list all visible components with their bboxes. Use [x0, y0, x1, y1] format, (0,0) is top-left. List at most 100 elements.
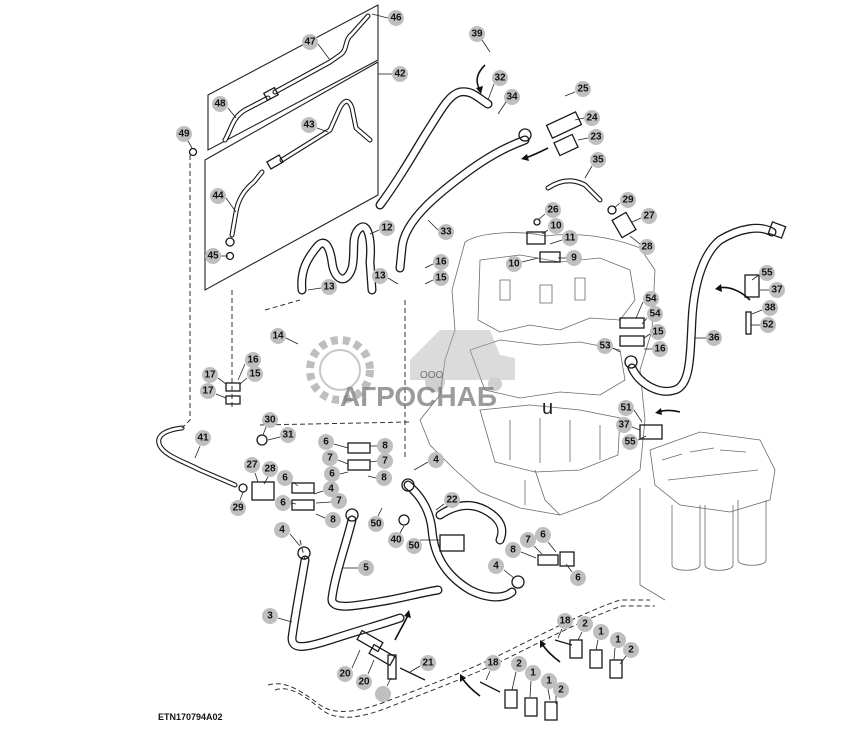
svg-text:38: 38 [764, 303, 776, 314]
pipe-47 [222, 13, 371, 143]
svg-text:54: 54 [649, 309, 661, 320]
svg-text:55: 55 [624, 437, 636, 448]
svg-text:29: 29 [232, 503, 244, 514]
callout-32: 32 [487, 70, 508, 101]
watermark-prefix: ООО [420, 370, 444, 381]
callout-17: 17 [202, 367, 227, 385]
callout-5: 5 [342, 560, 374, 576]
hose-5 [327, 515, 443, 611]
pipe-41 [156, 425, 238, 488]
svg-text:4: 4 [433, 455, 439, 466]
svg-text:6: 6 [323, 437, 329, 448]
svg-text:3: 3 [267, 611, 273, 622]
svg-text:40: 40 [390, 535, 402, 546]
svg-text:2: 2 [516, 659, 522, 670]
svg-text:6: 6 [329, 469, 335, 480]
callout-7b: 7 [369, 453, 393, 469]
svg-text:37: 37 [771, 285, 783, 296]
svg-text:16: 16 [435, 257, 447, 268]
svg-text:20: 20 [339, 669, 351, 680]
svg-text:2: 2 [628, 645, 634, 656]
hose-36 [627, 221, 787, 396]
hose-32 [375, 87, 493, 210]
svg-text:18: 18 [487, 658, 499, 669]
svg-text:50: 50 [408, 541, 420, 552]
pipe-43 [229, 98, 373, 238]
callout-6b: 6 [324, 466, 349, 482]
svg-text:8: 8 [381, 473, 387, 484]
svg-text:6: 6 [575, 573, 581, 584]
svg-text:6: 6 [280, 498, 286, 509]
svg-text:16: 16 [247, 355, 259, 366]
callout-16: 16 [424, 254, 449, 270]
callout-52: 52 [751, 317, 776, 333]
callout-35: 35 [584, 152, 606, 179]
svg-text:7: 7 [336, 496, 342, 507]
callout-26: 26 [537, 202, 561, 221]
callout-37: 37 [760, 282, 785, 298]
callout-8a: 8 [370, 438, 393, 454]
svg-text:17: 17 [202, 386, 214, 397]
svg-text:49: 49 [178, 129, 190, 140]
svg-text:44: 44 [212, 191, 224, 202]
callout-18b: 18 [485, 655, 501, 681]
svg-text:13: 13 [323, 282, 335, 293]
svg-text:11: 11 [565, 233, 576, 244]
callout-29: 29 [613, 192, 636, 209]
svg-text:25: 25 [577, 84, 589, 95]
callout-6c: 6 [277, 470, 299, 487]
svg-text:7: 7 [525, 535, 531, 546]
callout-47: 47 [302, 34, 331, 61]
svg-text:42: 42 [394, 69, 406, 80]
hose-33 [395, 128, 532, 273]
callout-29b: 29 [230, 491, 246, 516]
callout-2b: 2 [619, 642, 639, 665]
svg-text:6: 6 [540, 530, 546, 541]
svg-text:36: 36 [708, 333, 720, 344]
svg-text:2: 2 [558, 685, 564, 696]
callout-28b: 28 [262, 461, 278, 485]
callout-4b: 4 [274, 522, 301, 547]
svg-text:8: 8 [510, 545, 516, 556]
callout-33: 33 [427, 219, 454, 240]
callout-6e: 6 [535, 527, 557, 553]
callout-24: 24 [574, 110, 600, 126]
svg-text:10: 10 [508, 259, 520, 270]
callout-7c: 7 [315, 493, 347, 509]
svg-text:1: 1 [615, 635, 621, 646]
svg-text:43: 43 [303, 120, 315, 131]
combine-harvester-icon [410, 330, 515, 392]
callout-54b: 54 [641, 306, 663, 325]
svg-text:7: 7 [327, 453, 333, 464]
callout-51: 51 [618, 400, 643, 423]
callout-18a: 18 [557, 613, 573, 639]
gear-logo-icon [306, 336, 374, 404]
callout-8c: 8 [315, 512, 341, 528]
callout-50a: 50 [368, 507, 384, 532]
svg-text:41: 41 [197, 433, 209, 444]
callout-55: 55 [751, 265, 775, 281]
svg-text:28: 28 [641, 242, 653, 253]
svg-text:1: 1 [546, 676, 552, 687]
callout-9: 9 [558, 250, 582, 266]
svg-text:37: 37 [618, 420, 630, 431]
svg-text:18: 18 [559, 616, 571, 627]
callout-23: 23 [577, 129, 604, 145]
svg-text:2: 2 [582, 619, 588, 630]
callout-2a: 2 [577, 616, 593, 641]
svg-text:22: 22 [446, 495, 458, 506]
svg-text:21: 21 [422, 658, 434, 669]
svg-text:15: 15 [652, 327, 664, 338]
svg-text:29: 29 [622, 195, 634, 206]
callout-55b: 55 [622, 434, 647, 450]
callout-54: 54 [635, 291, 659, 319]
svg-text:15: 15 [249, 369, 261, 380]
svg-text:51: 51 [620, 403, 632, 414]
callout-12: 12 [369, 220, 395, 236]
callout-1a: 1 [593, 624, 609, 651]
svg-text:46: 46 [390, 13, 402, 24]
svg-text:26: 26 [547, 205, 559, 216]
callout-1b: 1 [610, 632, 626, 661]
svg-text:54: 54 [645, 294, 657, 305]
svg-text:10: 10 [550, 221, 562, 232]
